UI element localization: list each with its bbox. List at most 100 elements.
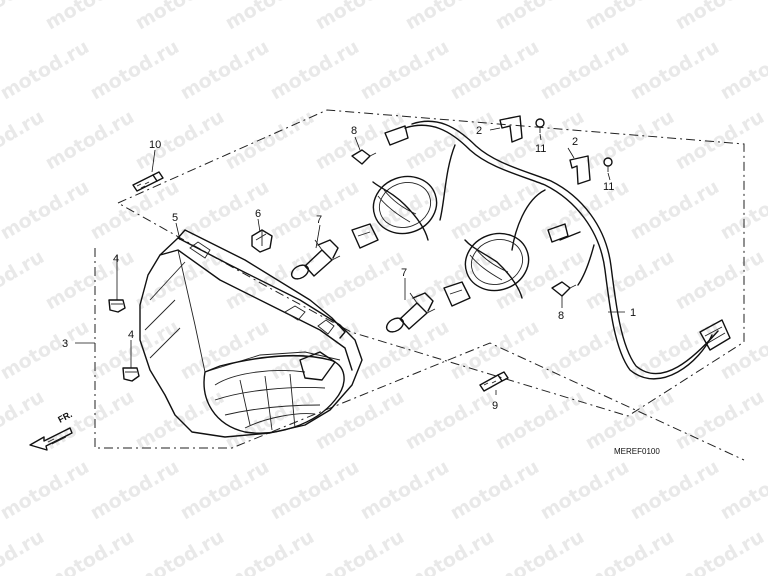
watermark-text: motod.ru (312, 0, 408, 34)
watermark-text: motod.ru (717, 176, 768, 244)
screw-11-upper (535, 118, 545, 133)
watermark-text: motod.ru (312, 526, 408, 576)
watermark-text: motod.ru (312, 106, 408, 174)
watermark-text: motod.ru (267, 176, 363, 244)
watermark-text: motod.ru (627, 176, 723, 244)
callout-2-lower: 2 (572, 136, 578, 148)
callout-8-upper: 8 (351, 125, 357, 137)
watermark-text: motod.ru (537, 176, 633, 244)
watermark-text: motod.ru (87, 176, 183, 244)
watermark-text: motod.ru (42, 0, 138, 34)
wire-harness (384, 120, 731, 380)
watermark-text: motod.ru (447, 316, 543, 384)
watermark-text: motod.ru (717, 456, 768, 524)
watermark-text: motod.ru (177, 36, 273, 104)
watermark-text: motod.ru (492, 386, 588, 454)
watermark-text: motod.ru (0, 106, 48, 174)
watermark-text: motod.ru (222, 0, 318, 34)
watermark-text: motod.ru (402, 386, 498, 454)
watermark-text: motod.ru (627, 36, 723, 104)
watermark-text: motod.ru (492, 0, 588, 34)
watermark-text: motod.ru (672, 0, 768, 34)
watermark-text: motod.ru (447, 456, 543, 524)
watermark-text: motod.ru (177, 456, 273, 524)
watermark-text: motod.ru (0, 0, 48, 34)
callout-6: 6 (255, 208, 261, 220)
watermark-text: motod.ru (357, 456, 453, 524)
watermark-text: motod.ru (717, 36, 768, 104)
watermark-text: motod.ru (0, 176, 93, 244)
watermark-text: motod.ru (537, 316, 633, 384)
watermark-text: motod.ru (267, 456, 363, 524)
watermark-text: motod.ru (492, 526, 588, 576)
harness-clamp-upper (499, 115, 523, 143)
grommet-lower (122, 367, 140, 382)
watermark-text: motod.ru (447, 36, 543, 104)
watermark-text: motod.ru (537, 456, 633, 524)
callout-2-upper: 2 (476, 125, 482, 137)
callout-7-lower: 7 (401, 267, 407, 279)
watermark-text: motod.ru (402, 0, 498, 34)
harness-socket-lower (443, 232, 530, 307)
watermark-text: motod.ru (0, 246, 48, 314)
watermark-text: motod.ru (132, 0, 228, 34)
grommet-upper (108, 299, 126, 313)
watermark-text: motod.ru (312, 246, 408, 314)
watermark-text: motod.ru (627, 456, 723, 524)
watermark-text: motod.ru (672, 246, 768, 314)
callout-5: 5 (172, 212, 178, 224)
watermark-text: motod.ru (582, 526, 678, 576)
harness-socket-upper (351, 175, 438, 249)
watermark-text: motod.ru (267, 36, 363, 104)
watermark-text: motod.ru (87, 316, 183, 384)
watermark-text: motod.ru (222, 526, 318, 576)
watermark-text: motod.ru (492, 246, 588, 314)
watermark-text: motod.ru (582, 246, 678, 314)
bulb-socket-6 (251, 229, 273, 253)
watermark-text: motod.ru (42, 386, 138, 454)
watermark-text: motod.ru (42, 526, 138, 576)
watermark-text: motod.ru (537, 36, 633, 104)
bolt-9 (479, 371, 509, 392)
watermark-text: motod.ru (357, 36, 453, 104)
callout-11-lower: 11 (603, 181, 614, 193)
watermark-text: motod.ru (582, 386, 678, 454)
watermark-text: motod.ru (672, 106, 768, 174)
small-bulb-upper (351, 149, 377, 165)
harness-frame (116, 109, 745, 417)
leader-lines (75, 127, 625, 395)
screw-11-lower (603, 157, 613, 172)
halogen-bulb-lower (385, 292, 436, 333)
callout-4-upper: 4 (113, 253, 119, 265)
watermark-text: motod.ru (87, 456, 183, 524)
watermark-text: motod.ru (312, 386, 408, 454)
bolt-10 (132, 171, 164, 192)
watermark-text: motod.ru (222, 106, 318, 174)
watermark-text: motod.ru (222, 386, 318, 454)
harness-clamp-lower (569, 155, 591, 185)
watermark-text: motod.ru (42, 106, 138, 174)
watermark-text: motod.ru (177, 316, 273, 384)
callout-8-lower: 8 (558, 310, 564, 322)
headlight-housing (139, 229, 363, 438)
callout-4-lower: 4 (128, 329, 134, 341)
watermark-text: motod.ru (0, 386, 48, 454)
watermark-text: motod.ru (267, 316, 363, 384)
halogen-bulb-upper (290, 239, 341, 280)
small-bulb-lower (551, 281, 577, 297)
watermark-text: motod.ru (672, 526, 768, 576)
watermark-text: motod.ru (402, 526, 498, 576)
watermark-text: motod.ru (132, 526, 228, 576)
watermark-text: motod.ru (0, 526, 48, 576)
watermark-text: motod.ru (132, 106, 228, 174)
watermark-text: motod.ru (0, 456, 93, 524)
watermark-text: motod.ru (672, 386, 768, 454)
watermark-text: motod.ru (357, 316, 453, 384)
callout-3: 3 (62, 338, 68, 350)
callout-9: 9 (492, 400, 498, 412)
callout-1: 1 (630, 307, 636, 319)
watermark-text: motod.ru (582, 106, 678, 174)
